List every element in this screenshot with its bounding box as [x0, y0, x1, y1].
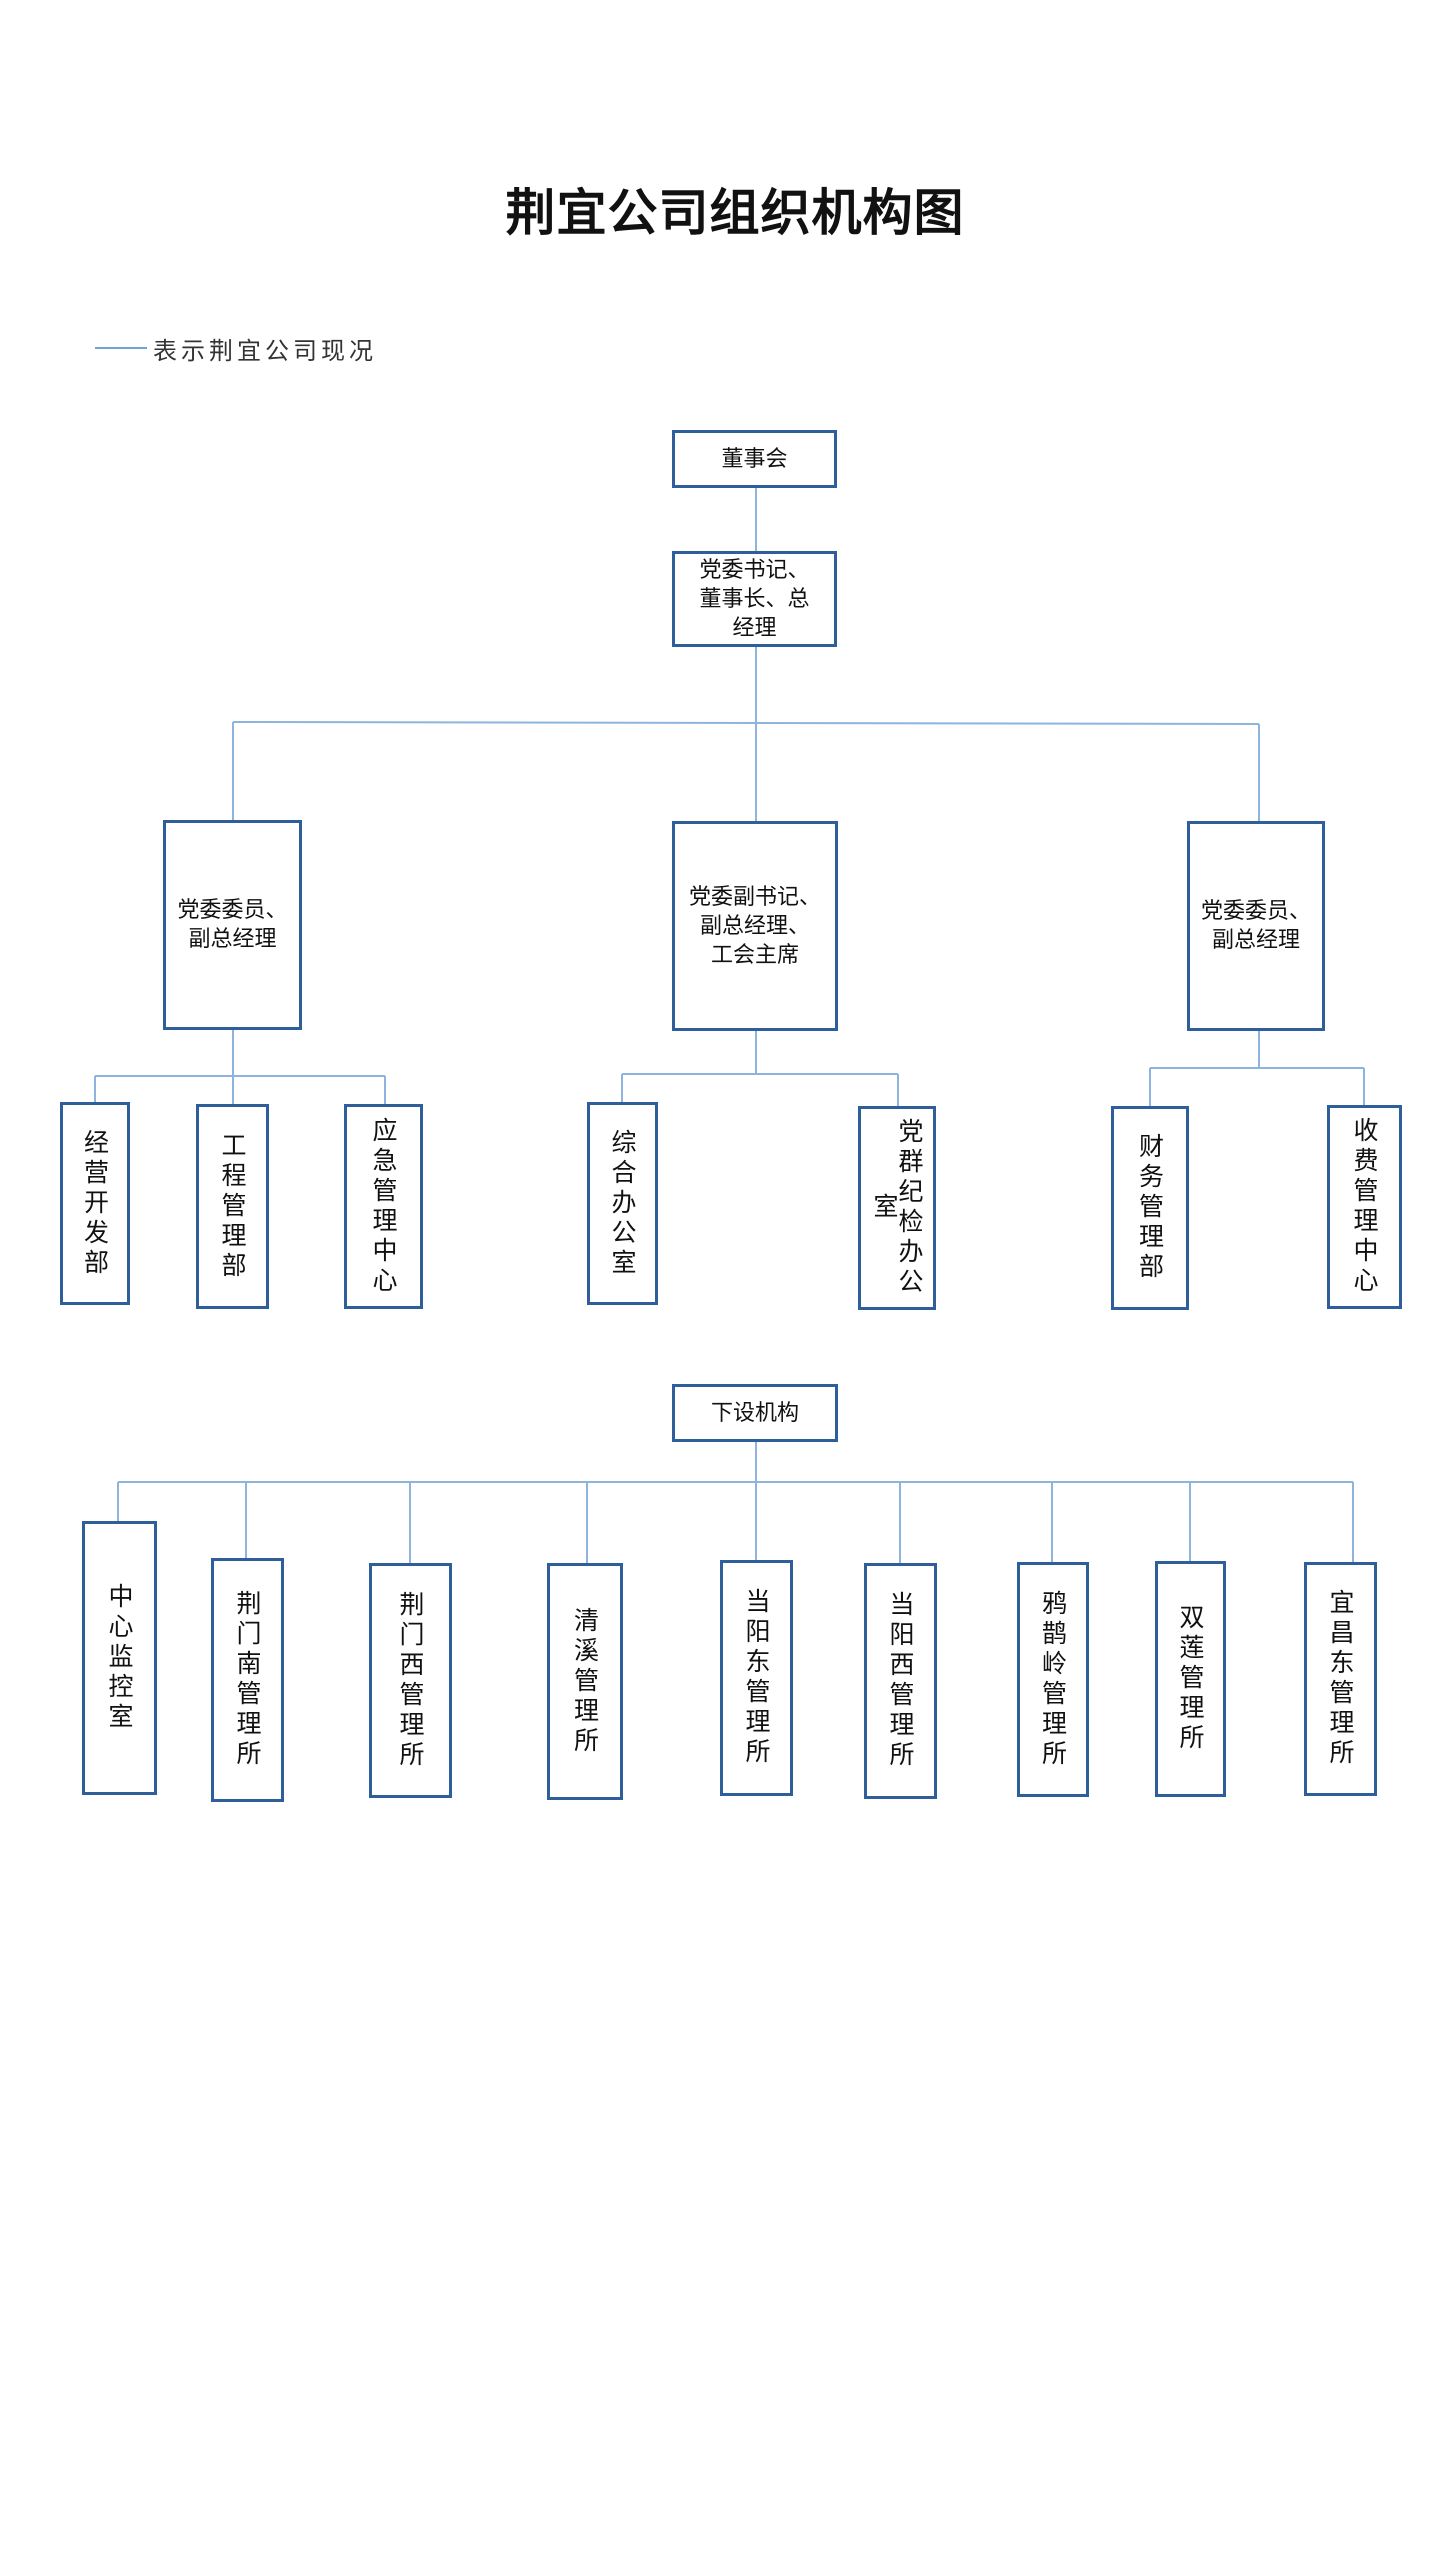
- dept-label: 应急管理中心: [369, 1116, 398, 1297]
- dept-label: 财务管理部: [1135, 1133, 1165, 1283]
- subsidiary-box: 当阳东管理所: [720, 1560, 793, 1796]
- dept-box-finance: 财务管理部: [1111, 1106, 1189, 1310]
- page-title: 荆宜公司组织机构图: [505, 183, 965, 242]
- subsidiary-label: 荆门南管理所: [233, 1590, 262, 1770]
- dept-label: 综合办公室: [608, 1128, 637, 1279]
- subsidiary-label: 当阳东管理所: [742, 1588, 771, 1768]
- legend-text: 表示荆宜公司现况: [153, 336, 377, 365]
- connector-line: [232, 721, 1260, 725]
- subsidiary-label: 宜昌东管理所: [1326, 1589, 1355, 1769]
- subsidiary-header-label: 下设机构: [710, 1400, 799, 1426]
- subsidiary-label: 荆门西管理所: [396, 1590, 425, 1771]
- board-box: 董事会: [672, 430, 837, 488]
- subsidiary-label: 当阳西管理所: [886, 1591, 915, 1771]
- deputy-box-right: 党委委员、 副总经理: [1187, 821, 1325, 1031]
- subsidiary-label: 双莲管理所: [1176, 1604, 1205, 1754]
- dept-box-toll-center: 收费管理中心: [1327, 1105, 1402, 1309]
- subsidiary-box: 鸦鹊岭管理所: [1017, 1562, 1089, 1797]
- dept-label: 党群纪检办公室: [870, 1118, 924, 1298]
- dept-box-emergency-center: 应急管理中心: [344, 1104, 423, 1309]
- deputy-box-left: 党委委员、 副总经理: [163, 820, 302, 1030]
- dept-box-business-development: 经营开发部: [60, 1102, 130, 1305]
- subsidiary-box: 宜昌东管理所: [1304, 1562, 1377, 1796]
- subsidiary-box: 荆门南管理所: [211, 1558, 284, 1802]
- dept-box-general-office: 综合办公室: [587, 1102, 658, 1305]
- subsidiary-box: 清溪管理所: [547, 1563, 623, 1800]
- chief-label: 党委书记、 董事长、总 经理: [699, 557, 810, 641]
- deputy-label-right: 党委委员、 副总经理: [1200, 899, 1311, 953]
- subsidiary-box: 双莲管理所: [1155, 1561, 1226, 1797]
- subsidiary-header-box: 下设机构: [672, 1384, 838, 1442]
- subsidiary-label: 清溪管理所: [570, 1606, 600, 1757]
- chief-box: 党委书记、 董事长、总 经理: [672, 551, 837, 647]
- subsidiary-box: 荆门西管理所: [369, 1563, 452, 1798]
- subsidiary-box: 中心监控室: [82, 1521, 157, 1795]
- legend-line: [95, 347, 147, 349]
- dept-label: 经营开发部: [80, 1128, 110, 1279]
- legend: 表示荆宜公司现况: [95, 330, 377, 366]
- deputy-label-left: 党委委员、 副总经理: [177, 898, 288, 952]
- dept-box-party-discipline-office: 党群纪检办公室: [858, 1106, 936, 1310]
- dept-label: 收费管理中心: [1350, 1117, 1379, 1297]
- subsidiary-label: 鸦鹊岭管理所: [1038, 1589, 1068, 1770]
- subsidiary-label: 中心监控室: [105, 1583, 134, 1733]
- deputy-label-center: 党委副书记、 副总经理、 工会主席: [688, 884, 821, 968]
- deputy-box-center: 党委副书记、 副总经理、 工会主席: [672, 821, 838, 1031]
- dept-box-engineering: 工程管理部: [196, 1104, 269, 1309]
- dept-label: 工程管理部: [218, 1131, 247, 1282]
- board-label: 董事会: [721, 446, 788, 472]
- subsidiary-box: 当阳西管理所: [864, 1563, 937, 1799]
